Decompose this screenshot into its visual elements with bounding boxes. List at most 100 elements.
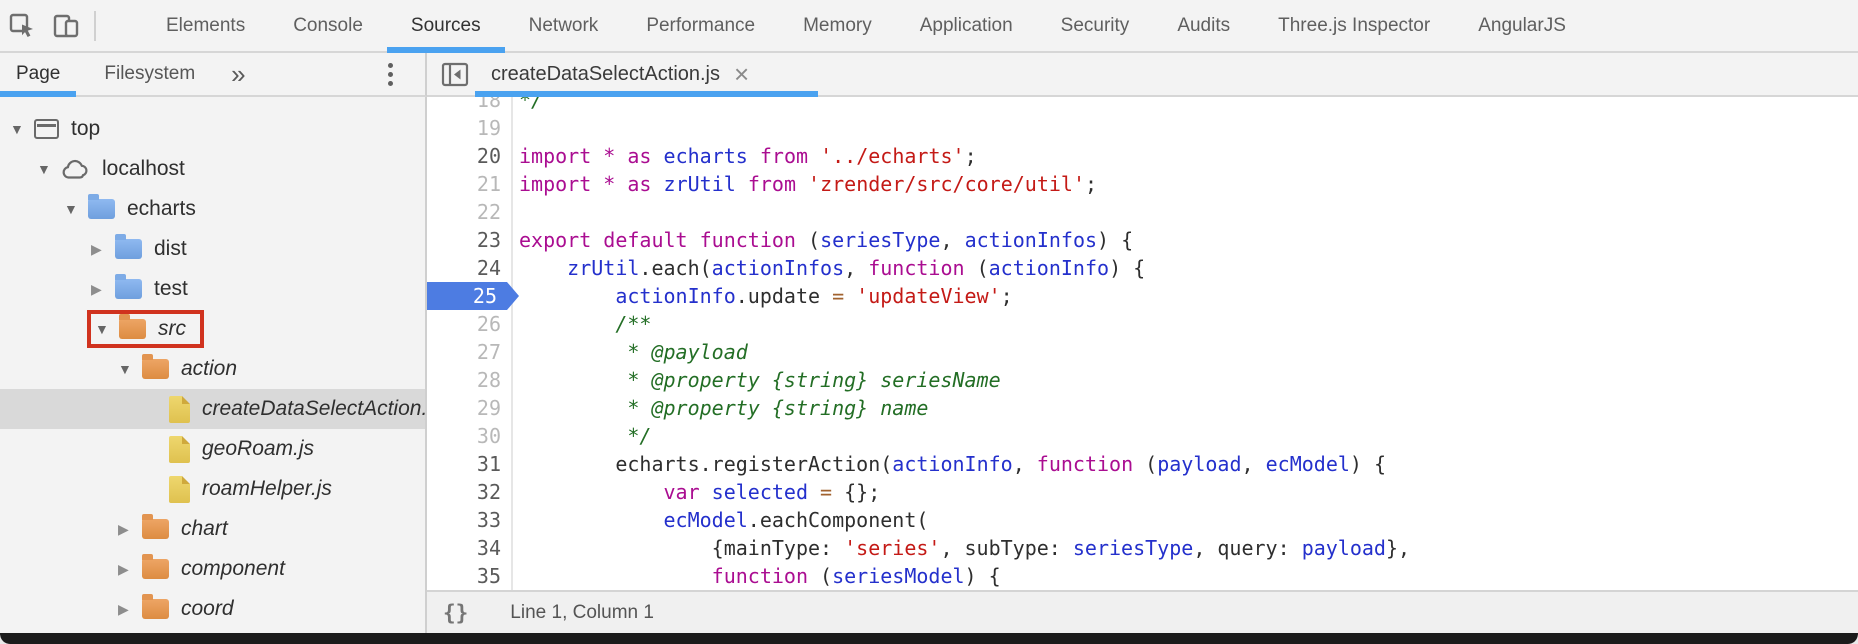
- tree-item-label: action: [181, 357, 238, 380]
- code-line-29: 29 * @property {string} name: [427, 394, 1858, 422]
- panel-tabs: Elements Console Sources Network Performance…: [142, 0, 1590, 53]
- tab-three-js-inspector[interactable]: Three.js Inspector: [1278, 14, 1431, 36]
- code-text: echarts.registerAction(actionInfo, funct…: [519, 452, 1387, 476]
- navigator-tab-page[interactable]: Page: [0, 53, 77, 97]
- tab-network[interactable]: Network: [528, 14, 599, 36]
- tree-item-test[interactable]: ▶ test: [0, 269, 425, 309]
- code-line-20: 20 import * as echarts from '../echarts';: [427, 142, 1858, 170]
- disclosure-collapsed-icon[interactable]: ▶: [91, 280, 102, 297]
- line-number-28[interactable]: 28: [476, 368, 501, 392]
- tree-item-label: component: [181, 557, 285, 580]
- tree-item-coord[interactable]: ▶coord: [0, 589, 425, 629]
- disclosure-collapsed-icon[interactable]: ▶: [118, 520, 129, 537]
- tree-item-georoam-js[interactable]: geoRoam.js: [0, 429, 425, 469]
- tree-item-component[interactable]: ▶ component: [0, 549, 425, 589]
- line-number-33[interactable]: 33: [476, 508, 501, 532]
- close-tab-icon[interactable]: ×: [734, 59, 750, 89]
- code-text: * @payload: [615, 340, 748, 364]
- tab-angularjs[interactable]: AngularJS: [1478, 14, 1566, 36]
- disclosure-expanded-icon[interactable]: ▼: [64, 201, 78, 217]
- code-line-25: 25 actionInfo.update = 'updateView';: [427, 282, 1858, 310]
- folder-icon: [115, 234, 142, 259]
- tree-item-createdataselectaction-js[interactable]: createDataSelectAction.js: [0, 389, 425, 429]
- disclosure-collapsed-icon[interactable]: ▶: [91, 240, 102, 257]
- tab-memory[interactable]: Memory: [803, 14, 872, 36]
- disclosure-expanded-icon[interactable]: ▼: [95, 321, 109, 337]
- tree-item-label: test: [154, 277, 188, 300]
- tab-audits[interactable]: Audits: [1177, 14, 1231, 36]
- line-number-34[interactable]: 34: [476, 536, 501, 560]
- disclosure-collapsed-icon[interactable]: ▶: [118, 560, 129, 577]
- line-number-31[interactable]: 31: [476, 452, 501, 476]
- pretty-print-button[interactable]: {}: [443, 600, 469, 625]
- line-number-24[interactable]: 24: [476, 256, 501, 280]
- folder-icon: [88, 194, 115, 219]
- tree-item-label: chart: [181, 517, 228, 540]
- tree-item-src[interactable]: ▼src: [0, 309, 425, 349]
- tree-item-chart[interactable]: ▶ chart: [0, 509, 425, 549]
- tree-item-label: createDataSelectAction.js: [202, 397, 425, 420]
- collapse-sidebar-icon: [441, 62, 469, 86]
- more-tabs-button[interactable]: »: [231, 59, 246, 89]
- file-icon: [169, 435, 190, 463]
- navigator-menu-button[interactable]: [382, 57, 399, 92]
- code-text: function (seriesModel) {: [711, 564, 1001, 588]
- tab-application[interactable]: Application: [919, 14, 1013, 36]
- line-number-20[interactable]: 20: [476, 144, 501, 168]
- code-text: */: [615, 424, 652, 448]
- gutter-divider: [511, 97, 513, 590]
- code-line-26: 26 /**: [427, 310, 1858, 338]
- folder-icon: [142, 594, 169, 619]
- tree-item-echarts[interactable]: ▼echarts: [0, 189, 425, 229]
- line-number-18[interactable]: 18: [476, 97, 501, 112]
- line-number-21[interactable]: 21: [476, 172, 501, 196]
- code-text: export default function (seriesType, act…: [519, 228, 1134, 252]
- tab-performance[interactable]: Performance: [646, 14, 756, 36]
- disclosure-expanded-icon[interactable]: ▼: [37, 161, 51, 177]
- file-tab-createdataselectaction[interactable]: createDataSelectAction.js ×: [475, 53, 818, 97]
- code-text: [511, 198, 531, 226]
- tree-item-label: geoRoam.js: [202, 437, 315, 460]
- tree-item-localhost[interactable]: ▼localhost: [0, 149, 425, 189]
- device-toolbar-button[interactable]: [44, 0, 88, 51]
- code-line-18: 18*/: [427, 97, 1858, 114]
- file-tab-title: createDataSelectAction.js: [491, 62, 721, 85]
- tab-security[interactable]: Security: [1060, 14, 1130, 36]
- line-number-35[interactable]: 35: [476, 564, 501, 588]
- line-number-22[interactable]: 22: [476, 200, 501, 224]
- line-number-23[interactable]: 23: [476, 228, 501, 252]
- code-text: /**: [615, 312, 652, 336]
- code-text: import * as echarts from '../echarts';: [519, 144, 977, 168]
- tree-item-dist[interactable]: ▶dist: [0, 229, 425, 269]
- folder-icon: [142, 354, 169, 379]
- tree-item-roamhelper-js[interactable]: roamHelper.js: [0, 469, 425, 509]
- frame-icon: [34, 119, 59, 139]
- line-number-29[interactable]: 29: [476, 396, 501, 420]
- line-number-26[interactable]: 26: [476, 312, 501, 336]
- tab-console[interactable]: Console: [293, 14, 363, 36]
- file-icon: [169, 475, 190, 503]
- tree-item-top[interactable]: ▼top: [0, 109, 425, 149]
- tab-elements[interactable]: Elements: [166, 14, 246, 36]
- main-toolbar: Elements Console Sources Network Performance…: [0, 0, 1858, 53]
- disclosure-collapsed-icon[interactable]: ▶: [118, 600, 129, 617]
- line-number-30[interactable]: 30: [476, 424, 501, 448]
- inspect-element-button[interactable]: [0, 0, 44, 51]
- disclosure-expanded-icon[interactable]: ▼: [10, 121, 24, 137]
- disclosure-expanded-icon[interactable]: ▼: [118, 361, 132, 377]
- line-number-19[interactable]: 19: [476, 116, 501, 140]
- line-number-25[interactable]: 25: [427, 282, 519, 310]
- active-line-badge: 25: [427, 282, 519, 310]
- code-line-24: 24 zrUtil.each(actionInfos, function (ac…: [427, 254, 1858, 282]
- navigator-tab-filesystem[interactable]: Filesystem: [104, 63, 196, 84]
- line-number-32[interactable]: 32: [476, 480, 501, 504]
- tree-item-action[interactable]: ▼ action: [0, 349, 425, 389]
- inspect-cursor-icon: [9, 13, 33, 37]
- tab-sources[interactable]: Sources: [386, 0, 505, 53]
- cloud-icon: [61, 159, 90, 180]
- code-line-23: 23 export default function (seriesType, a…: [427, 226, 1858, 254]
- code-text: * @property {string} seriesName: [615, 368, 1001, 392]
- toggle-navigator-button[interactable]: [435, 53, 475, 95]
- line-number-27[interactable]: 27: [476, 340, 501, 364]
